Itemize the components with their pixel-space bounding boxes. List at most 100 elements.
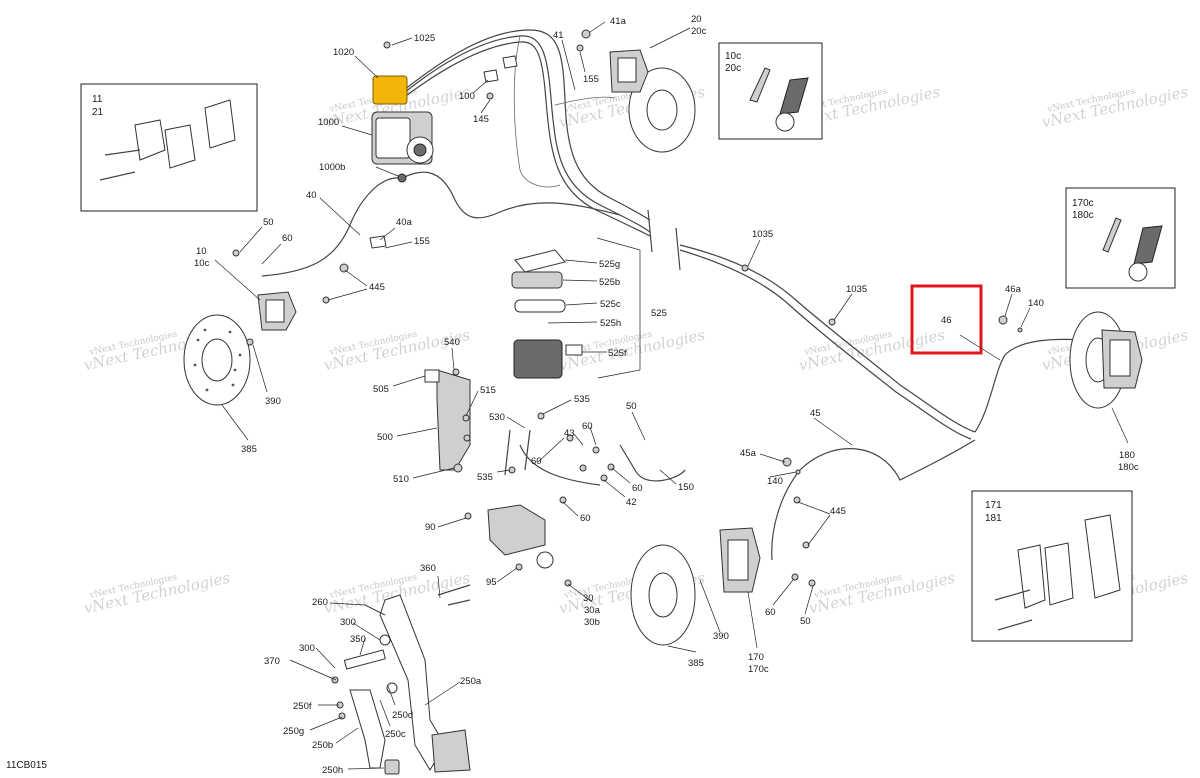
callout-250d: 250d: [392, 710, 413, 721]
callout-155: 155: [583, 74, 599, 85]
callout-300: 300: [299, 643, 315, 654]
inset-label: 20c: [725, 63, 741, 74]
rear-right-brake: [1069, 311, 1143, 409]
callout-250c: 250c: [385, 729, 406, 740]
inset-label: 180c: [1072, 210, 1094, 221]
callout-250h: 250h: [322, 765, 343, 776]
callout-390: 390: [265, 396, 281, 407]
callout-445: 445: [369, 282, 385, 293]
callout-535: 535: [574, 394, 590, 405]
callout-535: 535: [477, 472, 493, 483]
hardware: [232, 29, 1023, 720]
callout-30a: 30a: [584, 605, 601, 616]
callout-170: 170: [748, 652, 764, 663]
inset-box-bleeder-rear: 170c 180c: [1065, 187, 1176, 289]
callout-155: 155: [414, 236, 430, 247]
callout-90: 90: [425, 522, 436, 533]
callout-41a: 41a: [610, 16, 627, 27]
abs-fitting-highlight: [372, 75, 408, 105]
front-right-brake: [609, 49, 696, 153]
callout-525c: 525c: [600, 299, 621, 310]
callout-1000: 1000: [318, 117, 339, 128]
inset-box-pads-rear: 171 181: [971, 490, 1133, 642]
inset-label: 10c: [725, 51, 741, 62]
callout-100: 100: [459, 91, 475, 102]
callout-390: 390: [713, 631, 729, 642]
callout-250f: 250f: [293, 701, 312, 712]
callout-250a: 250a: [460, 676, 482, 687]
callout-30: 30: [583, 593, 594, 604]
callout-250b: 250b: [312, 740, 333, 751]
leader-lines: [214, 21, 1129, 770]
callout-10c: 10c: [194, 258, 210, 269]
callout-385: 385: [241, 444, 257, 455]
callout-500: 500: [377, 432, 393, 443]
callout-525b: 525b: [599, 277, 620, 288]
callout-40a: 40a: [396, 217, 413, 228]
inset-label: 181: [985, 513, 1002, 524]
callout-525: 525: [651, 308, 667, 319]
callout-45: 45: [810, 408, 821, 419]
callout-300: 300: [340, 617, 356, 628]
inset-box-bleeder-front: 10c 20c: [718, 42, 823, 140]
callout-10: 10: [196, 246, 207, 257]
callout-60: 60: [282, 233, 293, 244]
diagram-code: 11CB015: [6, 760, 47, 771]
callout-42: 42: [626, 497, 637, 508]
callout-60: 60: [582, 421, 593, 432]
callout-145: 145: [473, 114, 489, 125]
callout-50: 50: [263, 217, 274, 228]
inset-label: 171: [985, 500, 1002, 511]
abs-module: [371, 75, 434, 183]
callout-505: 505: [373, 384, 389, 395]
callout-1035: 1035: [846, 284, 867, 295]
callout-180c: 180c: [1118, 462, 1139, 473]
callout-1000b: 1000b: [319, 162, 345, 173]
callout-60: 60: [632, 483, 643, 494]
inset-box-pads-front-left: 11 21: [80, 83, 258, 212]
callout-1025: 1025: [414, 33, 435, 44]
callout-170c: 170c: [748, 664, 769, 675]
callout-510: 510: [393, 474, 409, 485]
callout-95: 95: [486, 577, 497, 588]
callout-46a: 46a: [1005, 284, 1022, 295]
inset-label: 11: [92, 94, 103, 105]
callout-1020: 1020: [333, 47, 354, 58]
callout-180: 180: [1119, 450, 1135, 461]
brake-lines: [261, 29, 1086, 561]
callout-350: 350: [350, 634, 366, 645]
callout-45a: 45a: [740, 448, 757, 459]
callout-140: 140: [1028, 298, 1044, 309]
callout-370: 370: [264, 656, 280, 667]
callout-30b: 30b: [584, 617, 600, 628]
callout-50: 50: [626, 401, 637, 412]
callout-60: 60: [580, 513, 591, 524]
callout-1035: 1035: [752, 229, 773, 240]
inset-label: 21: [92, 107, 104, 118]
callout-260: 260: [312, 597, 328, 608]
reservoir-assembly: [424, 249, 583, 569]
callout-360: 360: [420, 563, 436, 574]
callout-60: 60: [531, 456, 542, 467]
highlight-box-46: [910, 284, 983, 355]
inset-label: 170c: [1072, 198, 1094, 209]
callout-140: 140: [767, 476, 783, 487]
callout-515: 515: [480, 385, 496, 396]
callout-labels: 1025 1020 1000 1000b 41 41a 20 20c 155 1…: [194, 14, 1139, 776]
callout-250g: 250g: [283, 726, 304, 737]
callout-41: 41: [553, 30, 564, 41]
callout-530: 530: [489, 412, 505, 423]
callout-525g: 525g: [599, 259, 620, 270]
callout-385: 385: [688, 658, 704, 669]
rear-left-brake: [630, 527, 761, 646]
callout-150: 150: [678, 482, 694, 493]
callout-50: 50: [800, 616, 811, 627]
callout-46: 46: [941, 315, 952, 326]
callout-525h: 525h: [600, 318, 621, 329]
callout-20c: 20c: [691, 26, 707, 37]
callout-525f: 525f: [608, 348, 627, 359]
callout-445: 445: [830, 506, 846, 517]
callout-40: 40: [306, 190, 317, 201]
pedal-assembly: [343, 584, 471, 775]
